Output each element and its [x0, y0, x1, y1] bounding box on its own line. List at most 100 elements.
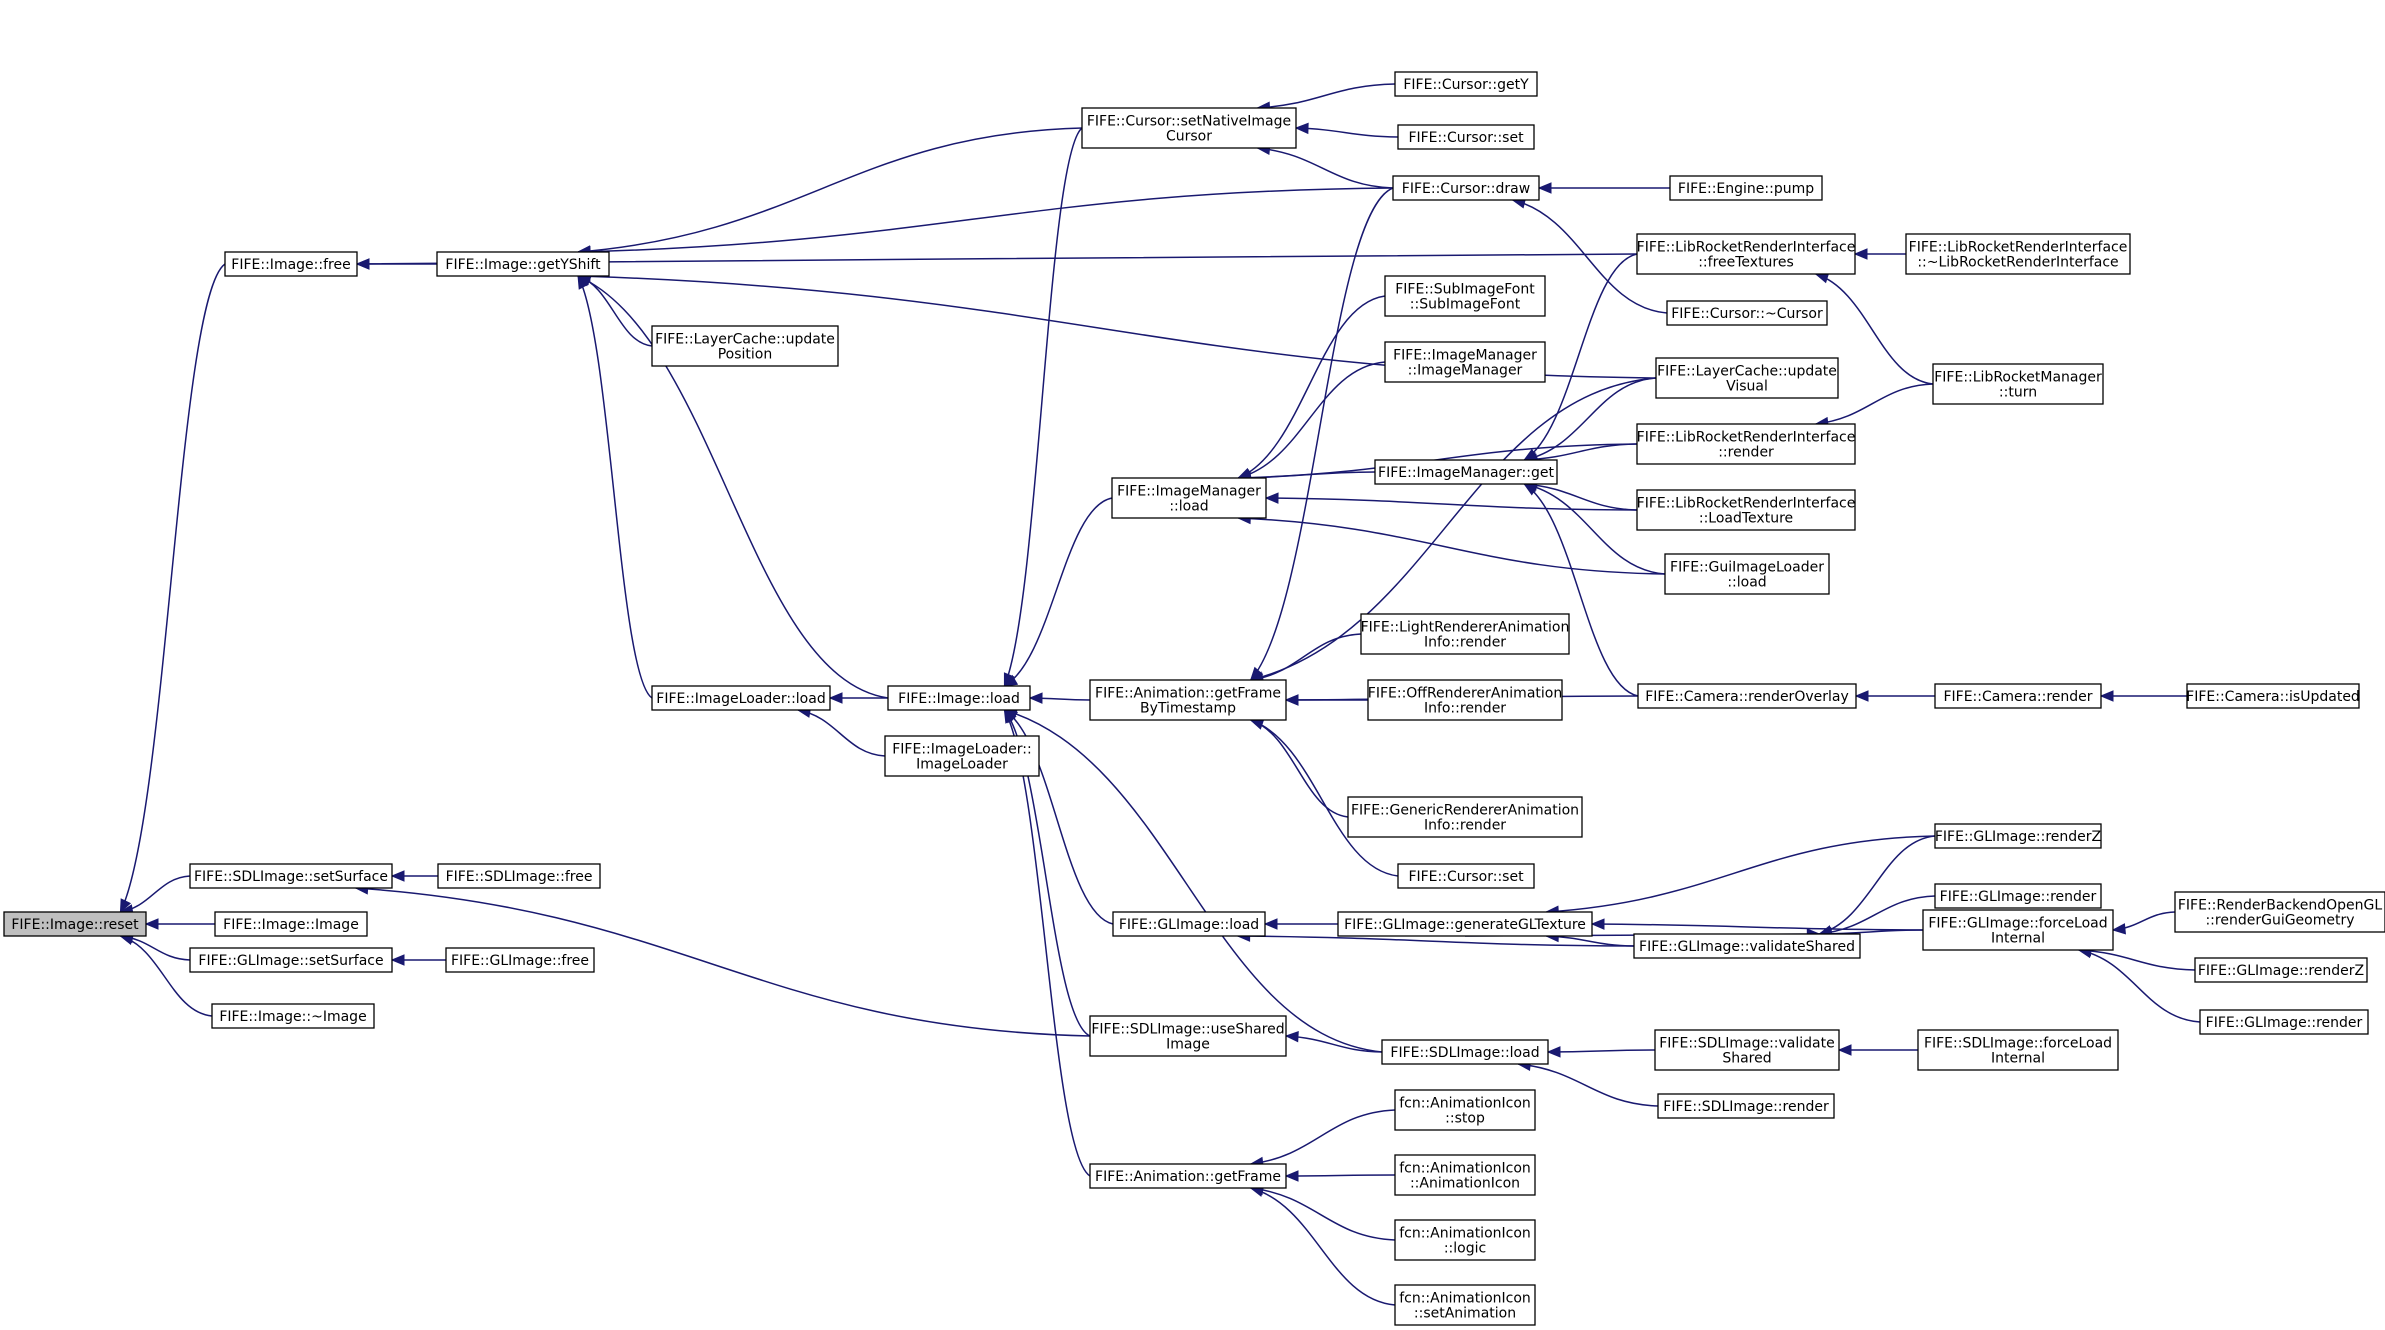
graph-node-rbogl-render[interactable]: FIFE::RenderBackendOpenGL::renderGuiGeom… — [2174, 891, 2385, 933]
graph-node-im-ctor[interactable]: FIFE::ImageManager::ImageManager — [1384, 341, 1546, 383]
node-label: FIFE::GLImage::renderZ — [1935, 829, 2101, 845]
arrowhead — [1523, 483, 1538, 496]
edge-line — [1257, 83, 1396, 109]
graph-node-img-free[interactable]: FIFE::Image::free — [224, 251, 358, 277]
node-label: FIFE::GLImage::setSurface — [198, 953, 383, 969]
node-label: ::freeTextures — [1698, 255, 1794, 271]
graph-node-il-ctor[interactable]: FIFE::ImageLoader::ImageLoader — [884, 735, 1040, 777]
graph-node-cur-set1[interactable]: FIFE::Cursor::set — [1397, 124, 1535, 150]
graph-node-ai-stop[interactable]: fcn::AnimationIcon::stop — [1394, 1089, 1536, 1131]
graph-edge-sdl-load-sdl-validateShared — [1546, 1046, 1656, 1058]
node-label: Internal — [1991, 1051, 2045, 1067]
graph-node-gl-setSurface[interactable]: FIFE::GLImage::setSurface — [189, 947, 393, 973]
graph-node-im-load[interactable]: FIFE::ImageManager::load — [1111, 477, 1267, 519]
graph-node-im-get[interactable]: FIFE::ImageManager::get — [1374, 459, 1558, 485]
node-label: FIFE::Animation::getFrame — [1095, 686, 1281, 702]
graph-node-cur-draw[interactable]: FIFE::Cursor::draw — [1392, 175, 1540, 201]
graph-node-reset[interactable]: FIFE::Image::reset — [3, 911, 147, 937]
graph-node-sdl-setSurface[interactable]: FIFE::SDLImage::setSurface — [189, 863, 393, 889]
graph-node-sdl-free[interactable]: FIFE::SDLImage::free — [437, 863, 601, 889]
graph-node-lrm-turn[interactable]: FIFE::LibRocketManager::turn — [1932, 363, 2104, 405]
node-box — [211, 1003, 375, 1029]
node-box — [1347, 796, 1583, 838]
node-label: FIFE::LightRendererAnimation — [1361, 620, 1570, 636]
node-label: FIFE::SubImageFont — [1395, 282, 1535, 298]
node-label: FIFE::Image::reset — [11, 917, 139, 933]
node-box — [1394, 1284, 1536, 1326]
graph-node-il-load[interactable]: FIFE::ImageLoader::load — [651, 685, 831, 711]
graph-node-gl-render2[interactable]: FIFE::GLImage::render — [2199, 1009, 2369, 1035]
graph-node-sdl-load[interactable]: FIFE::SDLImage::load — [1381, 1039, 1549, 1065]
graph-node-cam-renderOverlay[interactable]: FIFE::Camera::renderOverlay — [1637, 683, 1857, 709]
graph-node-cam-render[interactable]: FIFE::Camera::render — [1934, 683, 2102, 709]
node-label: FIFE::Cursor::getY — [1403, 77, 1529, 93]
graph-node-sdl-render[interactable]: FIFE::SDLImage::render — [1657, 1093, 1835, 1119]
graph-node-lrri-freeTex[interactable]: FIFE::LibRocketRenderInterface::freeText… — [1636, 233, 1856, 275]
graph-edge-reset-img-free — [119, 263, 226, 914]
node-label: ::~LibRocketRenderInterface — [1917, 255, 2118, 271]
graph-node-lrri-dtor[interactable]: FIFE::LibRocketRenderInterface::~LibRock… — [1905, 233, 2131, 275]
graph-node-gl-validateShared[interactable]: FIFE::GLImage::validateShared — [1633, 933, 1861, 959]
graph-node-cur-getY[interactable]: FIFE::Cursor::getY — [1394, 71, 1538, 97]
arrowhead — [1837, 1044, 1852, 1056]
node-box — [445, 947, 595, 973]
graph-node-img-dtor[interactable]: FIFE::Image::~Image — [211, 1003, 375, 1029]
node-box — [1089, 679, 1287, 721]
edge-line — [1237, 935, 1635, 947]
node-box — [1089, 1163, 1287, 1189]
arrowhead — [1264, 492, 1279, 504]
node-label: FIFE::GuiImageLoader — [1670, 560, 1824, 576]
graph-node-gl-load[interactable]: FIFE::GLImage::load — [1112, 911, 1266, 937]
node-box — [1081, 107, 1297, 149]
graph-node-cur-dtor[interactable]: FIFE::Cursor::~Cursor — [1666, 300, 1828, 326]
graph-node-eng-pump[interactable]: FIFE::Engine::pump — [1669, 175, 1823, 201]
graph-node-sdl-validateShared[interactable]: FIFE::SDLImage::validateShared — [1654, 1029, 1840, 1071]
edge-line — [797, 709, 886, 757]
graph-node-img-load[interactable]: FIFE::Image::load — [887, 685, 1031, 711]
graph-node-gl-render1[interactable]: FIFE::GLImage::render — [1934, 883, 2102, 909]
graph-node-gl-renderZ2[interactable]: FIFE::GLImage::renderZ — [2194, 957, 2368, 983]
graph-node-cam-isUpdated[interactable]: FIFE::Camera::isUpdated — [2186, 683, 2360, 709]
node-label: FIFE::GLImage::load — [1119, 917, 1259, 933]
graph-node-lrri-loadTex[interactable]: FIFE::LibRocketRenderInterface::LoadText… — [1636, 489, 1856, 531]
node-box — [1934, 683, 2102, 709]
graph-node-lrri-render[interactable]: FIFE::LibRocketRenderInterface::render — [1636, 423, 1856, 465]
edge-line — [1815, 383, 1934, 425]
node-label: ::render — [1718, 445, 1774, 461]
graph-node-gl-genTex[interactable]: FIFE::GLImage::generateGLTexture — [1337, 911, 1593, 937]
graph-node-img-Image[interactable]: FIFE::Image::Image — [214, 911, 368, 937]
graph-node-cur-set2[interactable]: FIFE::Cursor::set — [1397, 863, 1535, 889]
node-label: FIFE::ImageLoader:: — [892, 742, 1032, 758]
node-label: Visual — [1726, 379, 1768, 395]
graph-node-ai-ctor[interactable]: fcn::AnimationIcon::AnimationIcon — [1394, 1154, 1536, 1196]
graph-edge-gl-forceLoad-rbogl-render — [2111, 911, 2176, 935]
graph-node-ai-setAnim[interactable]: fcn::AnimationIcon::setAnimation — [1394, 1284, 1536, 1326]
graph-node-ai-logic[interactable]: fcn::AnimationIcon::logic — [1394, 1219, 1536, 1261]
graph-node-gil-load[interactable]: FIFE::GuiImageLoader::load — [1664, 553, 1830, 595]
node-label: FIFE::Camera::renderOverlay — [1645, 689, 1849, 705]
graph-node-gl-free[interactable]: FIFE::GLImage::free — [445, 947, 595, 973]
edge-line — [1285, 1035, 1383, 1053]
graph-node-sif-ctor[interactable]: FIFE::SubImageFont::SubImageFont — [1384, 275, 1546, 317]
node-box — [1392, 175, 1540, 201]
node-label: FIFE::OffRendererAnimation — [1368, 686, 1562, 702]
graph-node-gl-renderZ1[interactable]: FIFE::GLImage::renderZ — [1934, 823, 2102, 849]
graph-node-anim-getFrame[interactable]: FIFE::Animation::getFrame — [1089, 1163, 1287, 1189]
node-box — [1397, 863, 1535, 889]
graph-edge-anim-getFrameBy-grai-render — [1249, 718, 1349, 818]
node-label: FIFE::GLImage::validateShared — [1639, 939, 1855, 955]
edge-line — [1546, 835, 1936, 913]
graph-node-grai-render[interactable]: FIFE::GenericRendererAnimationInfo::rend… — [1347, 796, 1583, 838]
node-label: Image — [1166, 1037, 1210, 1053]
graph-node-getYShift[interactable]: FIFE::Image::getYShift — [436, 251, 610, 277]
